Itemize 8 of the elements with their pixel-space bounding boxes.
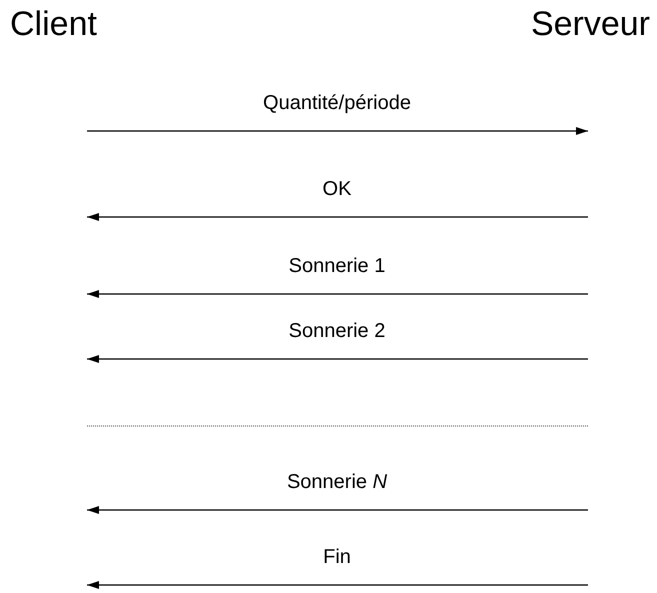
- message-label: Sonnerie N: [286, 470, 388, 494]
- message-label: OK: [322, 177, 352, 201]
- message-label: Quantité/période: [263, 91, 411, 115]
- message-label: Sonnerie 2: [288, 319, 386, 343]
- actor-label: Serveur: [530, 4, 650, 44]
- message-label: Fin: [323, 545, 351, 569]
- message-label: Sonnerie 1: [288, 254, 386, 278]
- actor-label: Client: [10, 4, 97, 44]
